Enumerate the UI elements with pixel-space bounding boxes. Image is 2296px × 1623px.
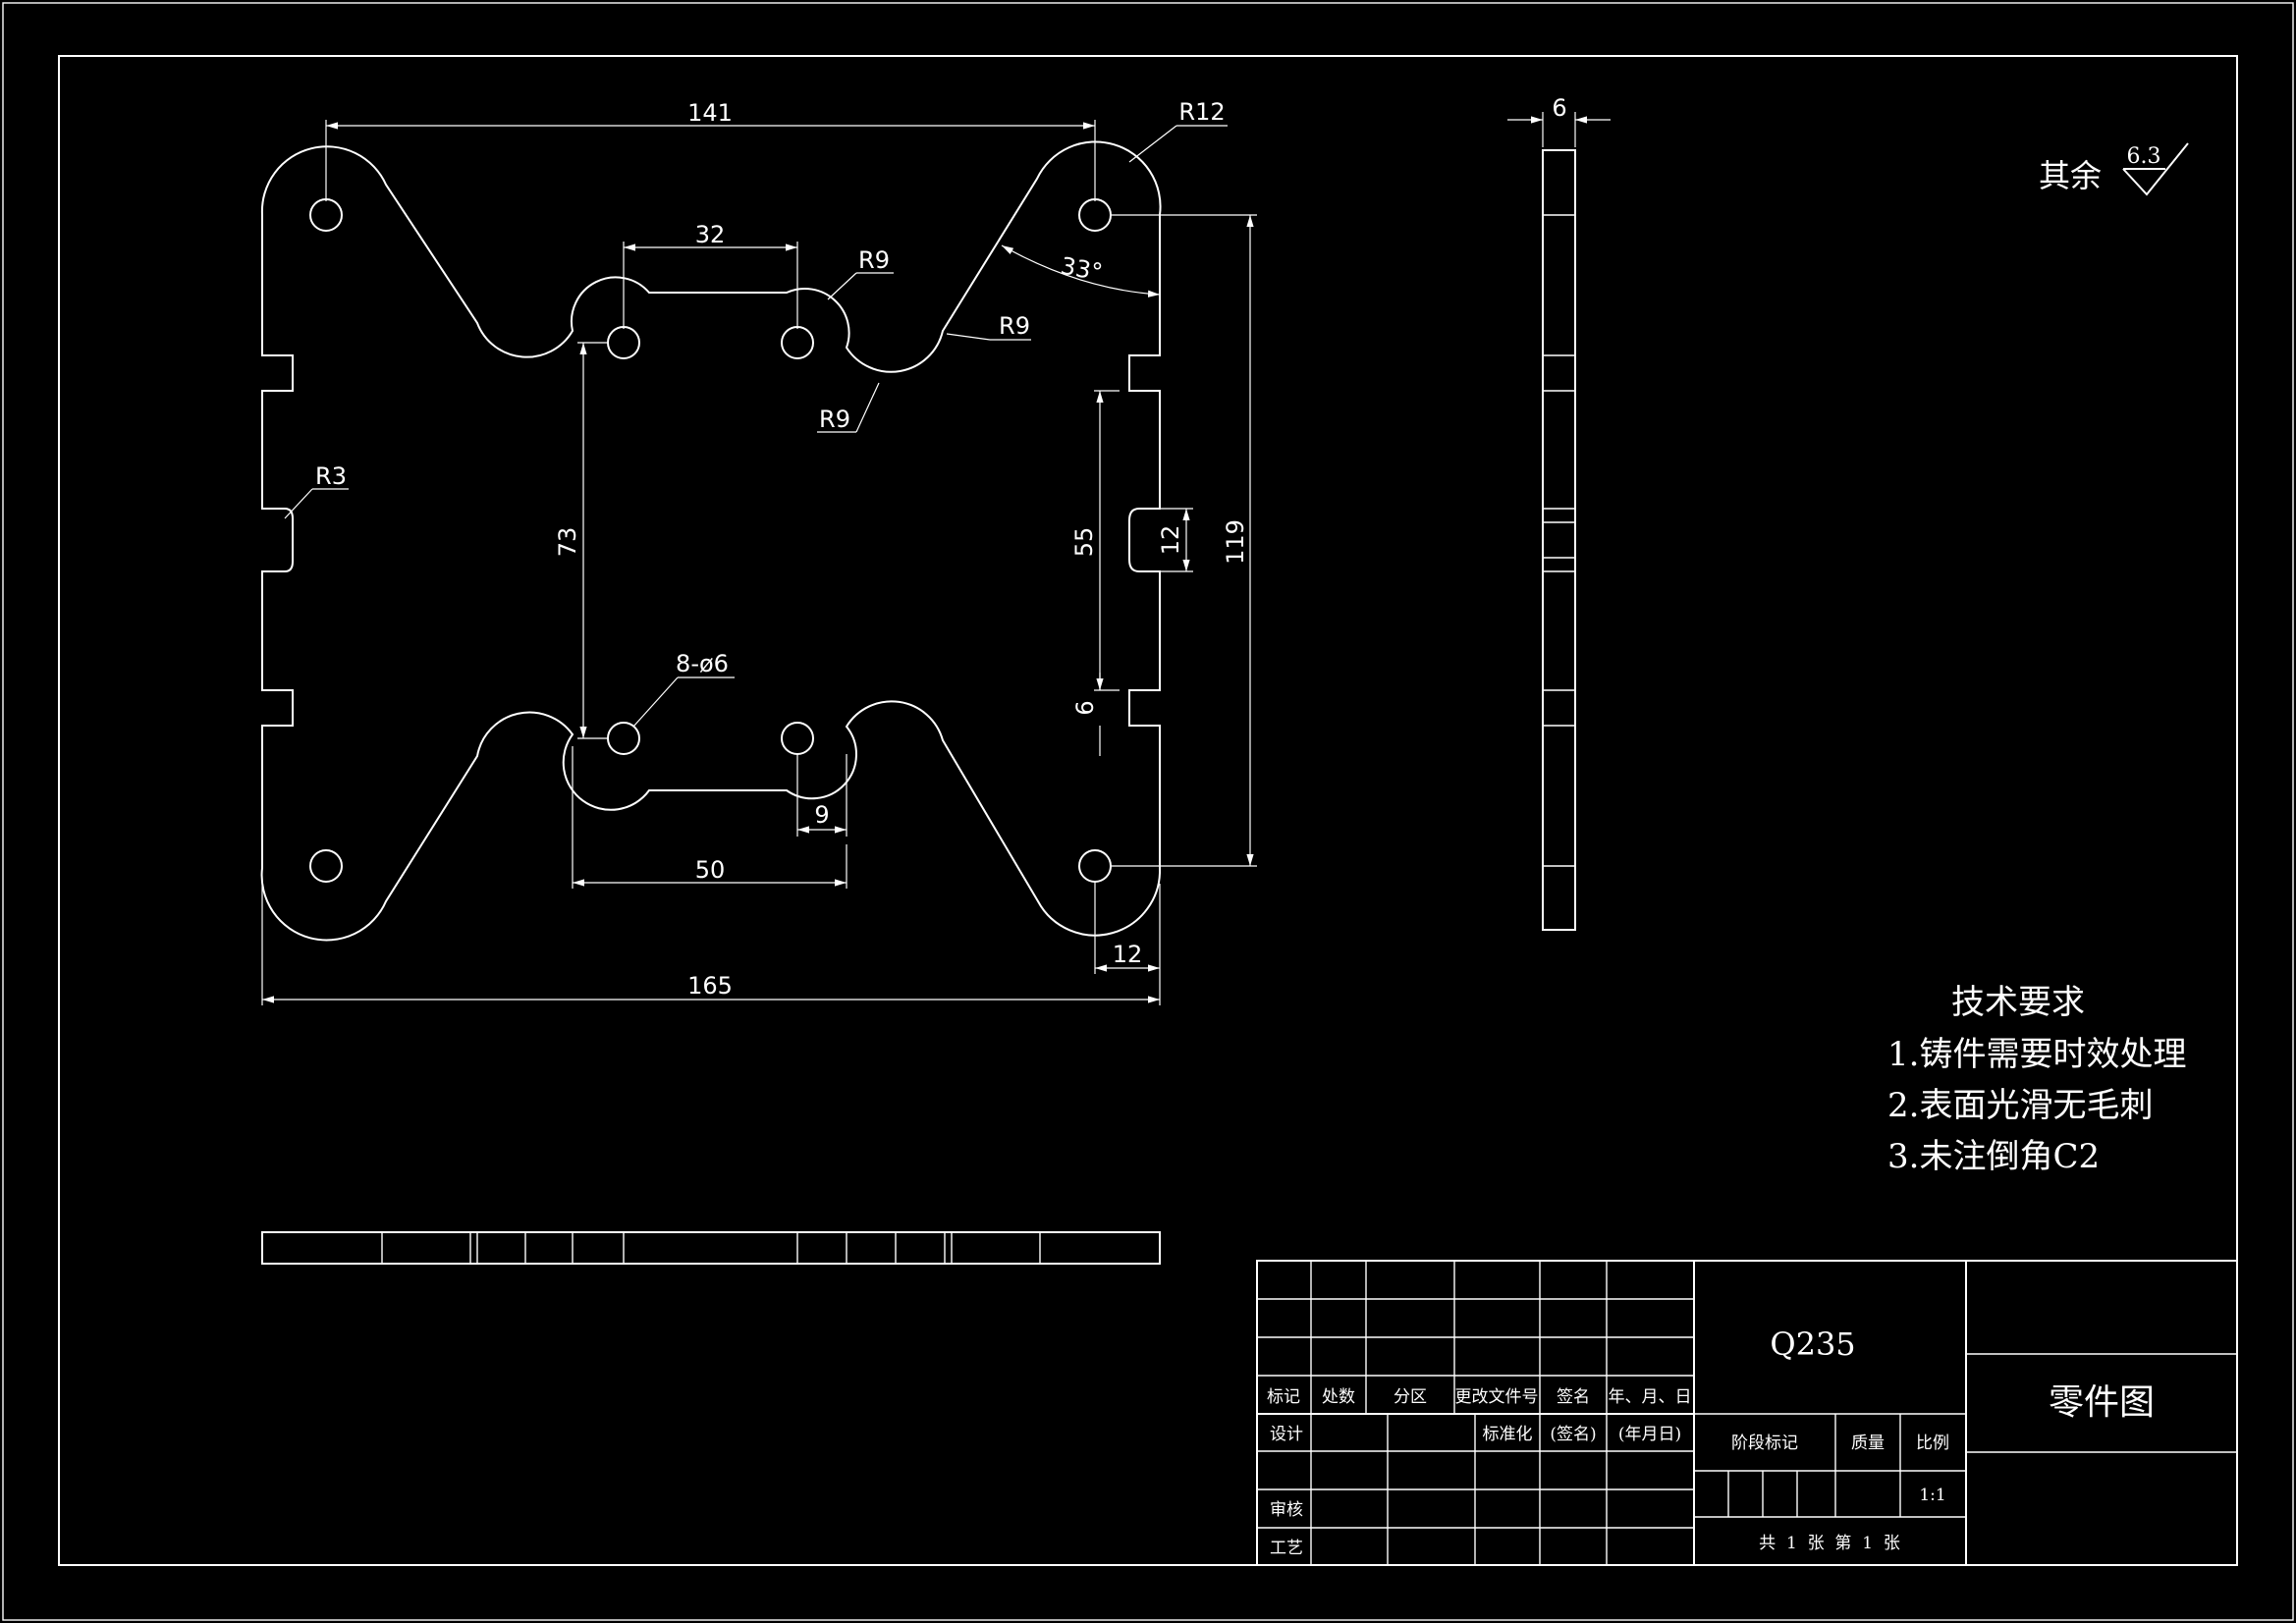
inner-border bbox=[58, 55, 2238, 1566]
hole-top-right bbox=[1078, 198, 1112, 232]
row-standardize: 标准化 bbox=[1483, 1425, 1533, 1444]
dim-r9-top: R9 bbox=[858, 246, 890, 274]
dim-73: 73 bbox=[554, 527, 581, 558]
row-sign-placeholder: (签名) bbox=[1550, 1425, 1596, 1444]
dim-12-bottom: 12 bbox=[1113, 941, 1143, 968]
plate-bottom-view bbox=[261, 1231, 1161, 1265]
plate-side-view: 6 bbox=[1507, 94, 1611, 931]
process-label: 工艺 bbox=[1270, 1539, 1303, 1558]
header-mark: 标记 bbox=[1267, 1387, 1300, 1407]
dimension-lines bbox=[261, 120, 1257, 1005]
stage-label: 阶段标记 bbox=[1731, 1434, 1798, 1453]
dim-angle-33: 33° bbox=[1059, 252, 1105, 287]
plate-front-view bbox=[260, 140, 1162, 942]
roughness-icon bbox=[2122, 142, 2189, 196]
hole-inner-bottom-right bbox=[781, 722, 814, 755]
tech-req-item-2: 2.表面光滑无毛刺 bbox=[1887, 1086, 2153, 1125]
scale-label: 比例 bbox=[1916, 1434, 1949, 1453]
dim-6-slot: 6 bbox=[1071, 700, 1099, 715]
dim-9: 9 bbox=[814, 801, 829, 829]
mass-label: 质量 bbox=[1851, 1434, 1885, 1453]
dim-12-slot: 12 bbox=[1157, 525, 1184, 556]
dim-r12: R12 bbox=[1178, 98, 1225, 126]
dim-32: 32 bbox=[695, 221, 726, 248]
tech-req-item-3: 3.未注倒角C2 bbox=[1887, 1137, 2100, 1176]
dim-55: 55 bbox=[1070, 527, 1098, 558]
dimension-texts: 141 32 R12 R9 R9 R9 33° R3 73 55 12 119 … bbox=[315, 98, 1249, 1000]
tech-req-title: 技术要求 bbox=[1951, 983, 2085, 1022]
hole-inner-bottom-left bbox=[607, 722, 640, 755]
header-zone: 分区 bbox=[1394, 1387, 1427, 1407]
hole-inner-top-right bbox=[781, 326, 814, 359]
tech-req-item-1: 1.铸件需要时效处理 bbox=[1887, 1035, 2186, 1074]
hole-bottom-right bbox=[1078, 849, 1112, 883]
row-date-placeholder: (年月日) bbox=[1618, 1425, 1681, 1444]
dim-r9-right: R9 bbox=[999, 312, 1030, 340]
surface-finish-label: 其余 bbox=[2039, 157, 2102, 194]
hole-top-left bbox=[309, 198, 343, 232]
sheet-info: 共 1 张 第 1 张 bbox=[1759, 1534, 1900, 1553]
header-date: 年、月、日 bbox=[1609, 1387, 1692, 1407]
header-signature: 签名 bbox=[1557, 1387, 1590, 1407]
mounting-holes bbox=[309, 198, 1112, 883]
scale-value: 1:1 bbox=[1919, 1486, 1945, 1505]
dim-thickness: 6 bbox=[1552, 94, 1566, 122]
review-label: 审核 bbox=[1270, 1500, 1303, 1520]
dim-r3: R3 bbox=[315, 462, 347, 490]
dim-141: 141 bbox=[687, 99, 733, 127]
header-change-doc: 更改文件号 bbox=[1455, 1387, 1539, 1407]
dim-8-holes: 8-ø6 bbox=[676, 650, 729, 677]
title-drawing-name: 零件图 bbox=[2049, 1382, 2155, 1423]
dim-165: 165 bbox=[687, 972, 733, 1000]
header-count: 处数 bbox=[1322, 1387, 1355, 1407]
dim-50: 50 bbox=[695, 856, 726, 884]
title-material: Q235 bbox=[1770, 1325, 1855, 1363]
row-design: 设计 bbox=[1270, 1425, 1303, 1444]
dim-119: 119 bbox=[1222, 519, 1249, 565]
surface-finish-symbol: 其余 6.3 bbox=[2039, 142, 2189, 196]
technical-requirements: 技术要求 1.铸件需要时效处理 2.表面光滑无毛刺 3.未注倒角C2 bbox=[1887, 983, 2186, 1176]
title-block: Q235 零件图 标记 处数 分区 更改文件号 签名 年、月、日 设计 标准化 … bbox=[1256, 1260, 2238, 1566]
hole-bottom-left bbox=[309, 849, 343, 883]
hole-inner-top-left bbox=[607, 326, 640, 359]
surface-finish-value: 6.3 bbox=[2127, 144, 2161, 169]
dim-r9-bottom: R9 bbox=[819, 406, 850, 433]
